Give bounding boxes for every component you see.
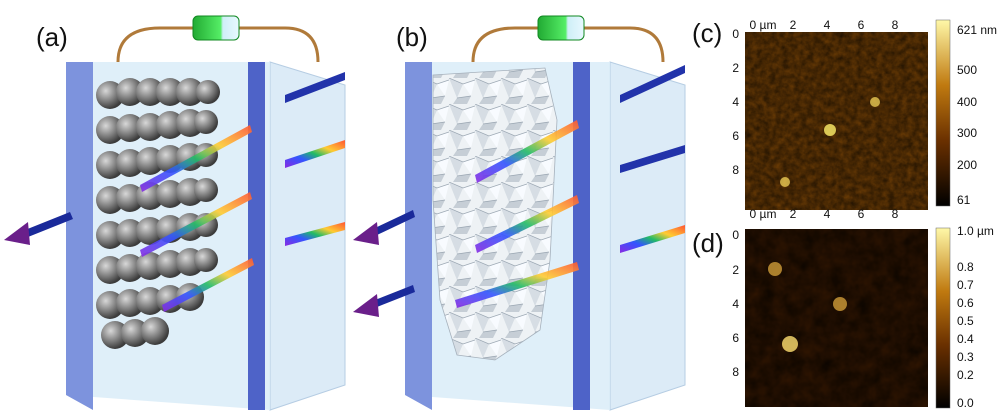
left-electrode [66,62,93,410]
right-electrode [573,62,590,410]
x-tick: 6 [857,207,865,221]
y-tick: 4 [732,95,739,109]
afm-image-d [745,229,928,407]
panel-c-label: (c) [692,18,723,48]
panel-a-label: (a) [36,22,68,52]
colorbar-tick: 0.0 [957,396,974,410]
y-tick: 2 [732,263,739,277]
x-tick: 8 [891,207,899,221]
colorbar-tick: 0.6 [957,296,974,310]
diode [192,15,240,41]
crystal-film [432,67,558,361]
x-tick: 2 [789,18,797,32]
panel-a-device-illustration [4,15,346,411]
y-tick: 4 [732,297,739,311]
light-beams [353,65,685,317]
colorbar-c [935,19,951,207]
colorbar-tick: 0.5 [957,314,974,328]
x-tick: 8 [891,18,899,32]
colorbar-tick: 0.3 [957,350,974,364]
colorbar-tick: 0.7 [957,278,974,292]
wire [116,26,320,63]
colorbar-tick: 200 [957,158,978,172]
colorbar-tick: 0.2 [957,368,974,382]
y-tick: 6 [732,331,739,345]
panel-d-label: (d) [692,228,724,258]
colorbar-d [935,227,951,409]
left-electrode [405,62,432,410]
x-tick: 2 [789,207,797,221]
colorbar-tick: 400 [957,95,978,109]
x-tick: 4 [823,18,831,32]
colorbar-tick: 621 nm [957,23,998,37]
y-tick: 2 [732,61,739,75]
y-tick: 0 [732,228,739,242]
panel-b-label: (b) [396,22,428,52]
panel-d-afm: 0 µm 2 4 6 8 0 2 4 6 8 1.0 µm 0.8 [732,207,1000,412]
y-tick: 8 [732,365,739,379]
right-electrode [248,62,265,410]
wire [471,26,665,63]
panel-c-afm: 0 µm 2 4 6 8 0 2 4 6 8 621 nm 500 [732,18,1000,213]
diode [537,15,585,41]
panel-b-device-illustration [353,15,686,411]
x-tick: 0 µm [749,207,777,221]
colorbar-tick: 0.8 [957,260,974,274]
y-tick: 6 [732,129,739,143]
afm-image-c [745,32,928,210]
colorbar-tick: 500 [957,63,978,77]
x-tick: 6 [857,18,865,32]
light-beams [4,72,345,312]
colorbar-tick: 0.4 [957,332,974,346]
y-tick: 0 [732,27,739,41]
colorbar-tick: 1.0 µm [957,224,994,238]
colorbar-tick: 300 [957,126,978,140]
x-tick: 0 µm [749,18,777,32]
y-tick: 8 [732,163,739,177]
colorbar-tick: 61 [957,193,971,207]
x-tick: 4 [823,207,831,221]
